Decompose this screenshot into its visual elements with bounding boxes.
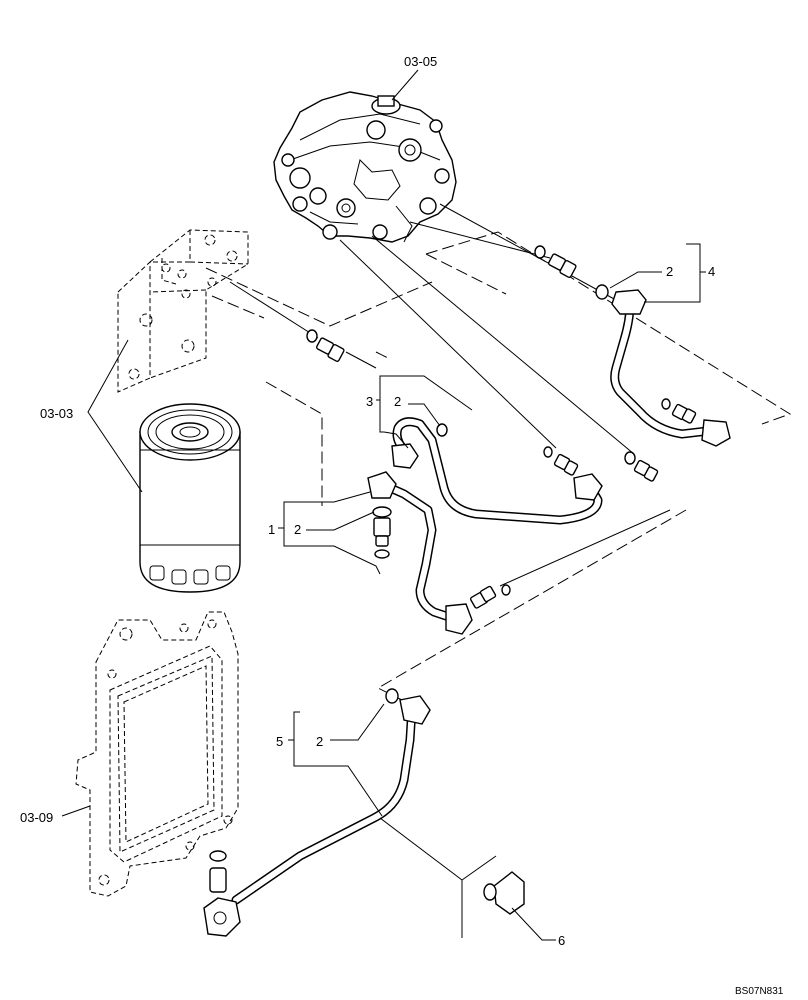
item-2-lower-label: 2 bbox=[316, 734, 323, 749]
o-ring-4 bbox=[595, 284, 609, 300]
item-4-label: 4 bbox=[708, 264, 715, 279]
item-5-label: 5 bbox=[276, 734, 283, 749]
item-2-middle-label: 2 bbox=[294, 522, 301, 537]
fitting-lower-left bbox=[469, 584, 511, 609]
fuel-pipe-3 bbox=[391, 417, 603, 525]
item-3-label: 3 bbox=[366, 394, 373, 409]
fitting-bracket bbox=[306, 329, 345, 362]
item-2-upper-label: 2 bbox=[394, 394, 401, 409]
o-ring-3 bbox=[436, 423, 448, 437]
fitting-filter-inlet bbox=[372, 506, 392, 559]
fuel-injection-pump bbox=[273, 91, 457, 243]
connector-6 bbox=[483, 871, 525, 915]
fitting-return-b bbox=[624, 451, 659, 482]
filter-ref-label: 03-03 bbox=[40, 406, 73, 421]
fuel-pipe-5 bbox=[203, 688, 431, 937]
cooler-ref-label: 03-09 bbox=[20, 810, 53, 825]
fuel-filter bbox=[139, 403, 241, 593]
item-6-label: 6 bbox=[558, 933, 565, 948]
filter-mounting-bracket bbox=[117, 229, 249, 393]
fuel-cooler-plate bbox=[75, 611, 239, 897]
pump-ref-label: 03-05 bbox=[404, 54, 437, 69]
fitting-pump-top bbox=[534, 245, 577, 278]
fitting-return-a bbox=[543, 446, 579, 476]
item-2-right-label: 2 bbox=[666, 264, 673, 279]
fuel-pipe-4 bbox=[610, 289, 731, 447]
fitting-right-elbow bbox=[661, 398, 697, 424]
drawing-code: BS07N831 bbox=[735, 986, 784, 997]
fuel-pipe-1 bbox=[367, 471, 473, 635]
item-1-label: 1 bbox=[268, 522, 275, 537]
